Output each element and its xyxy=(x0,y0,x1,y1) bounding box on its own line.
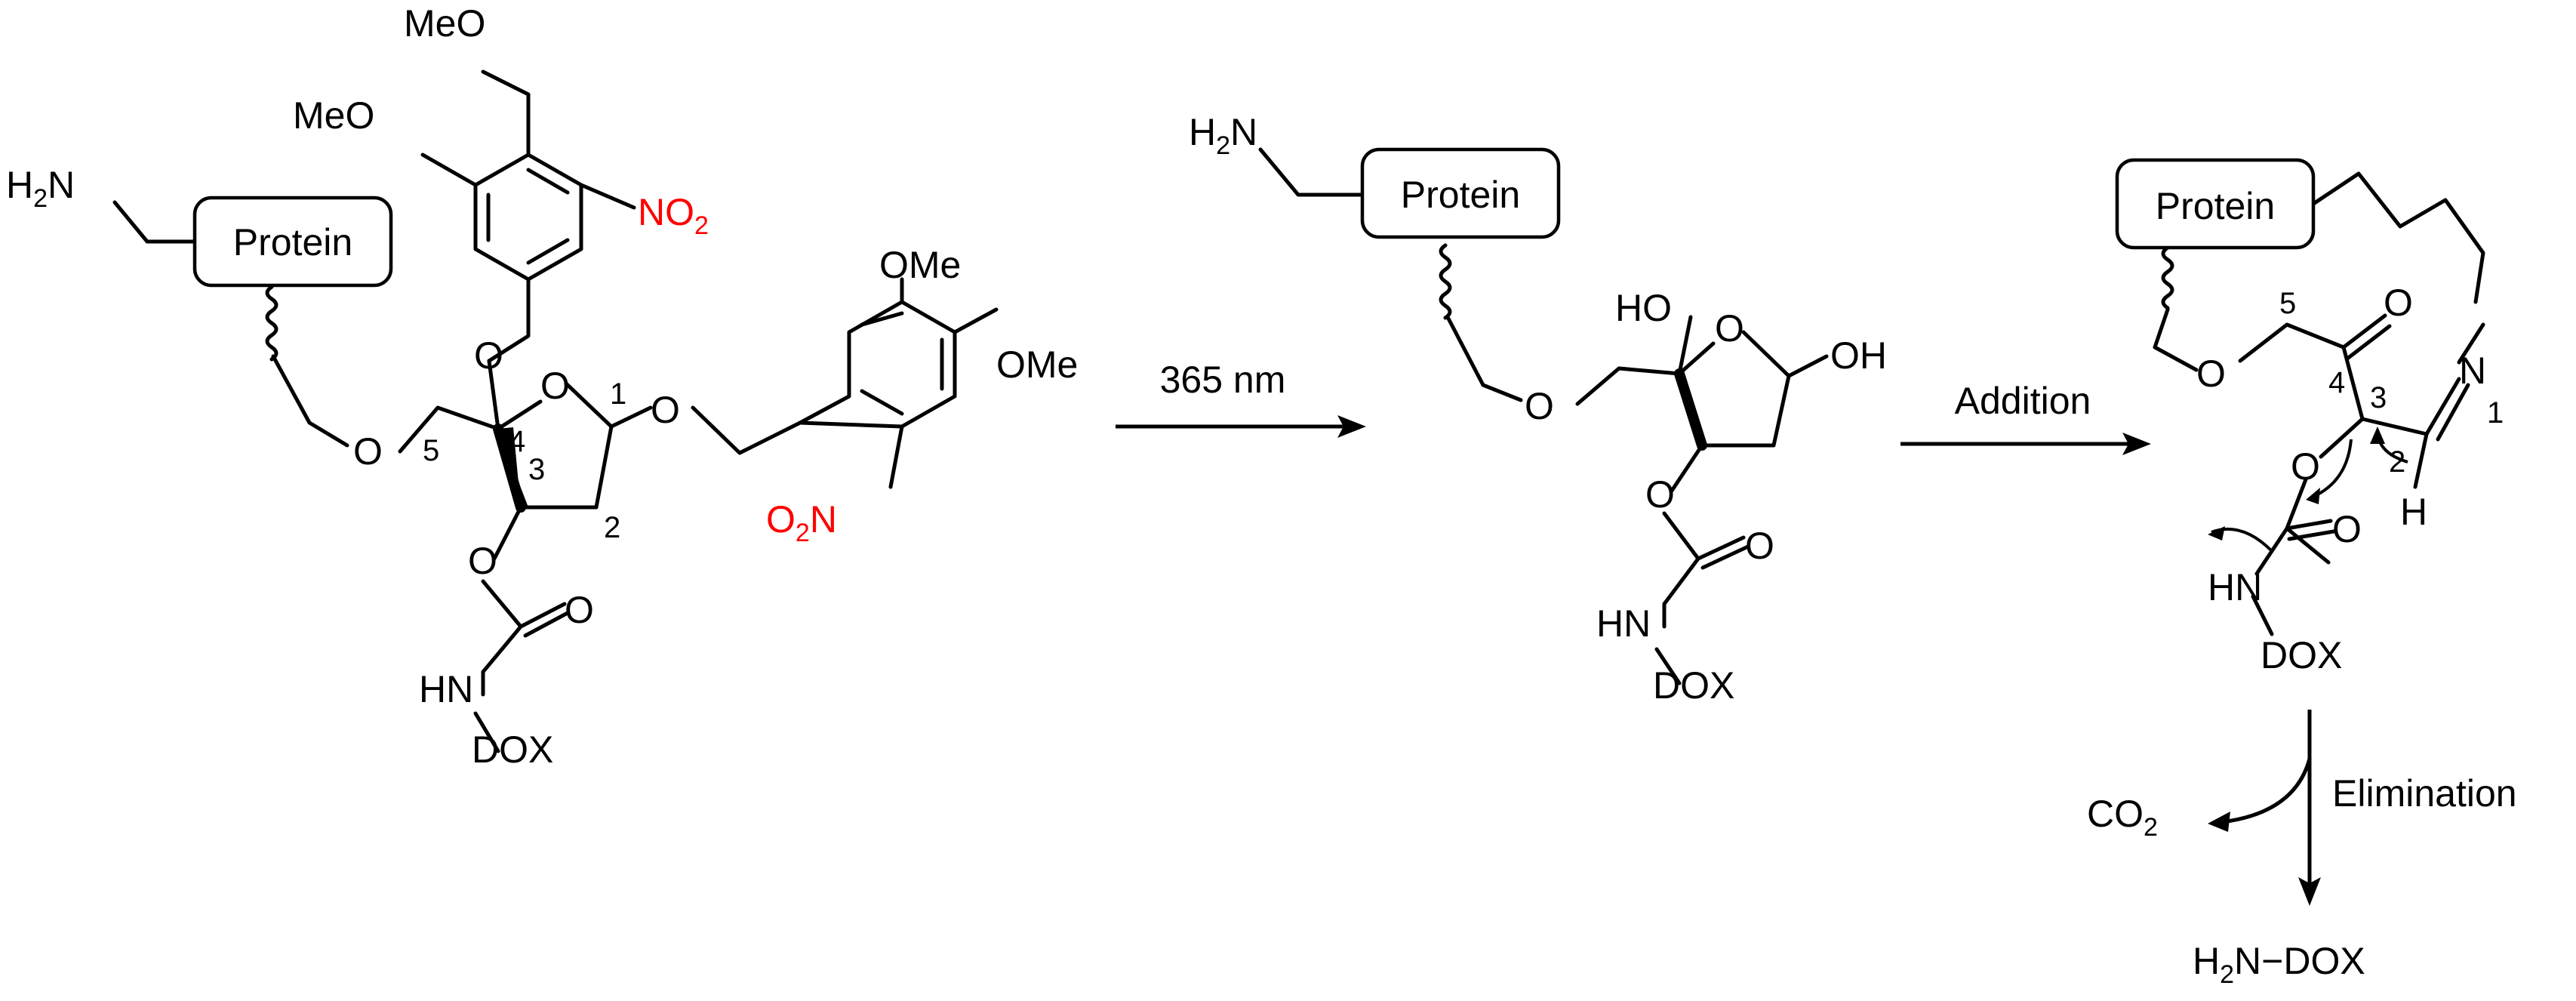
ho-label-2: HO xyxy=(1615,287,1672,329)
o-link-label-2: O xyxy=(1525,385,1554,427)
o-carbamate-label-2: O xyxy=(1645,473,1675,516)
h-label-3: H xyxy=(2400,491,2427,533)
dox-label-2: DOX xyxy=(1653,664,1734,707)
o-ring-label-1: O xyxy=(540,365,570,407)
dox-label-3: DOX xyxy=(2261,634,2342,676)
protein-label-2: Protein xyxy=(1401,174,1520,216)
protein-label-1: Protein xyxy=(233,221,352,263)
protein-box-1 xyxy=(192,196,393,288)
o-carbonyl-label-1: O xyxy=(565,589,594,631)
arrow-photolysis: 365 nm xyxy=(1116,359,1366,438)
arrow-addition: Addition xyxy=(1900,380,2151,455)
o-carbonyl-label-3: O xyxy=(2332,508,2362,550)
c5-label-1: 5 xyxy=(423,434,439,467)
c5-label-3: 5 xyxy=(2279,287,2296,320)
molecule-1-caged-conjugate: Protein H2N MeO MeO NO2 OMe OMe O2N O O … xyxy=(6,2,1078,771)
no2-top-label: NO2 xyxy=(638,191,709,240)
c1-label-3: 1 xyxy=(2487,396,2504,430)
molecule-2-uncaged-intermediate: Protein H2N O HO O OH O O HN DOX xyxy=(1189,111,1887,707)
c4-label-1: 4 xyxy=(509,425,525,458)
co2-label: CO2 xyxy=(2087,793,2158,842)
step-2-label: Addition xyxy=(1955,380,2091,422)
h2n-label-1: H2N xyxy=(6,164,75,213)
o-ring-label-2: O xyxy=(1715,307,1744,350)
protein-box-3 xyxy=(2115,158,2316,250)
o-right-label-1: O xyxy=(651,389,680,431)
o-carbamate-label-3: O xyxy=(2291,445,2320,488)
c3-label-3: 3 xyxy=(2370,381,2387,414)
protein-box-2 xyxy=(1360,147,1561,239)
step-3-label: Elimination xyxy=(2332,772,2517,815)
molecule-3-bonds xyxy=(2153,171,2485,636)
o-carbonyl-label-2: O xyxy=(1745,525,1774,567)
molecule-3-imine-adduct: Protein O O N H O O HN DOX 1 2 3 4 5 xyxy=(2115,158,2504,676)
o-ketone-label-3: O xyxy=(2384,282,2413,324)
c3-label-1: 3 xyxy=(528,453,545,486)
dox-label-1: DOX xyxy=(472,728,553,771)
meo-top-label: MeO xyxy=(404,2,485,45)
free-dox-label: H2N−DOX xyxy=(2193,940,2365,989)
hn-label-3: HN xyxy=(2208,566,2262,608)
oh-label-2: OH xyxy=(1830,334,1887,377)
o-acetal-label-1: O xyxy=(474,334,503,377)
arrow-elimination: Elimination xyxy=(2208,710,2517,906)
c4-label-3: 4 xyxy=(2328,366,2345,399)
o-link-label-1: O xyxy=(353,430,383,473)
hn-label-1: HN xyxy=(419,668,473,710)
c1-label-1: 1 xyxy=(610,377,626,411)
o-link-label-3: O xyxy=(2196,353,2226,395)
h2n-label-2: H2N xyxy=(1189,111,1257,160)
molecule-1-bonds xyxy=(112,69,999,753)
ome-right-label: OMe xyxy=(996,343,1078,386)
o-carbamate-label-1: O xyxy=(468,540,497,582)
meo-left-label: MeO xyxy=(293,94,374,137)
protein-label-3: Protein xyxy=(2156,185,2275,227)
o2n-label: O2N xyxy=(766,498,837,547)
molecule-2-bonds xyxy=(1258,147,1829,685)
ome-top-label: OMe xyxy=(879,244,961,286)
c2-label-1: 2 xyxy=(604,511,620,544)
c2-label-3: 2 xyxy=(2389,445,2405,479)
n-imine-label-3: N xyxy=(2459,350,2486,392)
hn-label-2: HN xyxy=(1596,602,1651,645)
step-1-label: 365 nm xyxy=(1160,359,1286,401)
